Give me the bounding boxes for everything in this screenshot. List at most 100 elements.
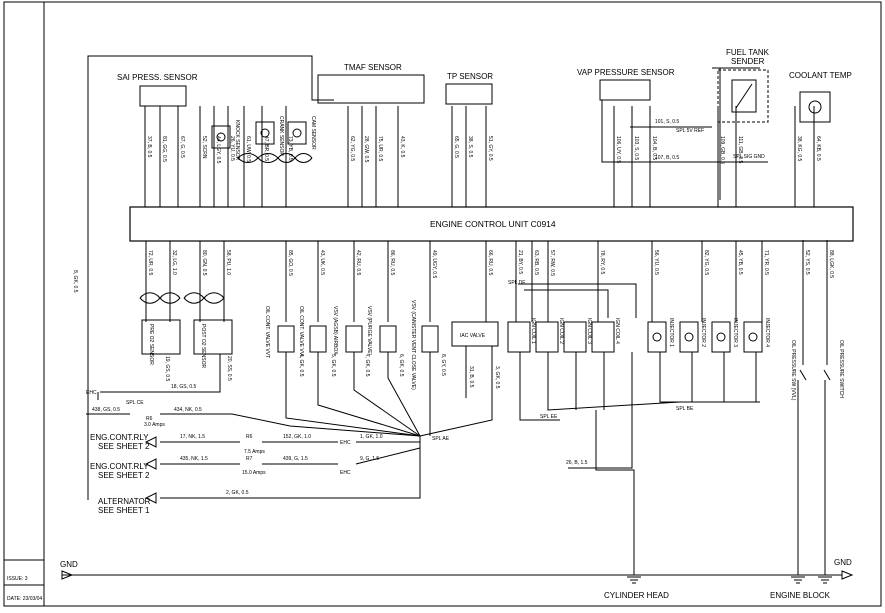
- wire-31-label: 31, B, 0.5: [468, 366, 474, 388]
- wire-9-label: 9, G, 1.5: [360, 456, 379, 462]
- twisted-pair-symbols: [139, 153, 313, 304]
- top-wire-label: 104, B, 0.5: [651, 136, 657, 160]
- vap-pressure-sensor-label: VAP PRESSURE SENSOR: [577, 68, 675, 77]
- tmaf-sensor-label: TMAF SENSOR: [344, 63, 402, 72]
- wire-438-label: 438, GS, 0.5: [92, 407, 120, 413]
- bottom-wire-label: 71, YR, 0.5: [763, 250, 769, 275]
- gnd-right-label: GND: [834, 558, 852, 567]
- ignition-coil: [507, 321, 531, 353]
- eng-rly-1-label-a: ENG.CONT.RLY: [90, 433, 149, 442]
- vsv-agsb-label: VSV (AGSB) AIRBOX: [332, 306, 338, 355]
- ignition-coil-label: IGN COIL 2: [558, 318, 564, 344]
- r6b-amp-label: 7.5 Amps: [244, 449, 265, 455]
- top-wire-label: 109, GB, 0.5: [719, 136, 725, 164]
- ecu-box: [129, 206, 854, 242]
- top-wire-label: 37, B, 0.5: [146, 136, 152, 158]
- injector-coil-icon: [652, 332, 662, 342]
- top-wire-label: 38, KG, 0.5: [796, 136, 802, 162]
- issue-label: ISSUE: 3: [7, 576, 28, 582]
- ground-arrow-left: [61, 570, 74, 580]
- wire-5-label: 5, GK, 0.5: [330, 354, 336, 377]
- ignition-coil-label: IGN COIL 3: [586, 318, 592, 344]
- sai-press-sensor-label: SAI PRESS. SENSOR: [117, 73, 198, 82]
- oil-pressure-sw-vvl: OIL PRESSURE SW (VVL): [790, 240, 807, 401]
- eng-rly-1-label-b: SEE SHEET 2: [98, 442, 150, 451]
- date-label: DATE: 23/03/04: [7, 596, 42, 602]
- tp-sensor: TP SENSOR: [445, 72, 493, 105]
- knock-sensor: KNOCK SENSOR: [211, 120, 240, 161]
- top-wire-label: 67, G, 0.5: [179, 136, 185, 158]
- wire-19-label: 19, GS, 0.5: [164, 356, 170, 382]
- bottom-wire-label: 52, YS, 0.5: [804, 250, 810, 275]
- left-connections: [86, 354, 421, 499]
- eng-rly-2-label-a: ENG.CONT.RLY: [90, 462, 149, 471]
- cam-sensor: CAM SENSOR: [287, 116, 316, 150]
- oil-control-valve-vvt: OIL CONT. VALVE VVT: [264, 306, 295, 358]
- top-wire-label: 51, GY, 0.5: [487, 136, 493, 161]
- bottom-wire-label: 88, LGK, 0.5: [828, 250, 834, 278]
- top-wire-label: 81, GG, 0.5: [161, 136, 167, 162]
- ignition-coil: [535, 321, 559, 353]
- bottom-wire-label: 82, YG, 0.5: [703, 250, 709, 275]
- injector: [679, 321, 699, 353]
- crank-sensor: CRANK SENSOR: [255, 116, 284, 156]
- oil-vvl-label: OIL CONT. VALVE VVL: [298, 306, 304, 358]
- wire-4-label: 4, GK, 0.5: [298, 354, 304, 377]
- bottom-wire-label: 32, LG, 1.0: [171, 250, 177, 275]
- wire-101-label: 101, S, 0.5: [655, 119, 679, 125]
- bottom-wire-label: 80, GN, 0.5: [201, 250, 207, 276]
- ignition-coil: [591, 321, 615, 353]
- eng-rly-2-label-b: SEE SHEET 2: [98, 471, 150, 480]
- cam-sensor-label: CAM SENSOR: [310, 116, 316, 150]
- wire-18-label: 18, GS, 0.5: [171, 384, 197, 390]
- wire-7-label: 7, GK, 0.5: [364, 354, 370, 377]
- fuel-tank-label-1: FUEL TANK: [726, 48, 770, 57]
- spl-be-label: SPL BE: [676, 406, 694, 412]
- wire-107-label: 107, B, 0.5: [655, 155, 679, 161]
- r7-amp-label: 15.0 Amps: [242, 470, 266, 476]
- top-wire-label: 65, G, 0.5: [453, 136, 459, 158]
- bottom-wire-label: 58, PU, 1.0: [225, 250, 231, 275]
- top-wire-label: 64, KB, 0.5: [815, 136, 821, 161]
- vsv-purge-label: VSV (PURGE VALVE): [366, 306, 372, 356]
- r6-amp-label: 3.0 Amps: [144, 422, 165, 428]
- ignition-coil: [563, 321, 587, 353]
- pre-o2-label: PRE O2 SENSOR: [148, 324, 154, 365]
- top-wire-label: 38, S, 0.5: [467, 136, 473, 158]
- harness-lines: [285, 283, 760, 575]
- top-wire-label: 103, S, 0.5: [633, 136, 639, 160]
- left-vertical-wire-label: 8, GK, 0.5: [72, 270, 78, 293]
- bottom-wire-label: 86, RU, 0.5: [389, 250, 395, 276]
- post-o2-sensor: POST O2 SENSOR: [193, 319, 233, 368]
- fuel-tank-label-2: SENDER: [731, 57, 765, 66]
- injector: [743, 321, 763, 353]
- injector: [711, 321, 731, 353]
- bottom-wire-label: 43, UK, 0.5: [319, 250, 325, 275]
- spl-ae-label: SPL AE: [432, 436, 450, 442]
- sheet-border: [3, 1, 882, 607]
- coolant-temp-sensor: COOLANT TEMP: [789, 71, 852, 123]
- bottom-wire-label: 42, RU, 0.5: [355, 250, 361, 276]
- top-wire-label: 28, GW, 0.5: [363, 136, 369, 163]
- post-o2-label: POST O2 SENSOR: [200, 324, 206, 368]
- injector-coil-icon: [748, 332, 758, 342]
- top-wire-label: 106, UY, 0.5: [615, 136, 621, 163]
- top-wire-label: 26, YU, 0.5: [229, 136, 235, 161]
- ehc-label-0: EHC: [86, 390, 97, 396]
- oil-vvt-label: OIL CONT. VALVE VVT: [264, 306, 270, 358]
- wire-20-label: 20, SS, 0.5: [226, 356, 232, 381]
- wire-152-label: 152, GK, 1.0: [283, 434, 311, 440]
- oil-pressure-switch: OIL PRESSURE SWITCH: [823, 240, 844, 398]
- tmaf-sensor: TMAF SENSOR: [317, 63, 425, 104]
- tp-sensor-label: TP SENSOR: [447, 72, 493, 81]
- ignition-coil-label: IGN COIL 1: [530, 318, 536, 344]
- vsv-purge-valve: VSV (PURGE VALVE): [366, 306, 397, 356]
- harness-left-frame: [87, 55, 334, 500]
- wire-6-label: 6, GK, 0.5: [398, 354, 404, 377]
- injector: [647, 321, 667, 353]
- top-wire-label: 44, LGY, 0.5: [215, 136, 221, 164]
- top-wire-label: 75, UR, 0.5: [377, 136, 383, 162]
